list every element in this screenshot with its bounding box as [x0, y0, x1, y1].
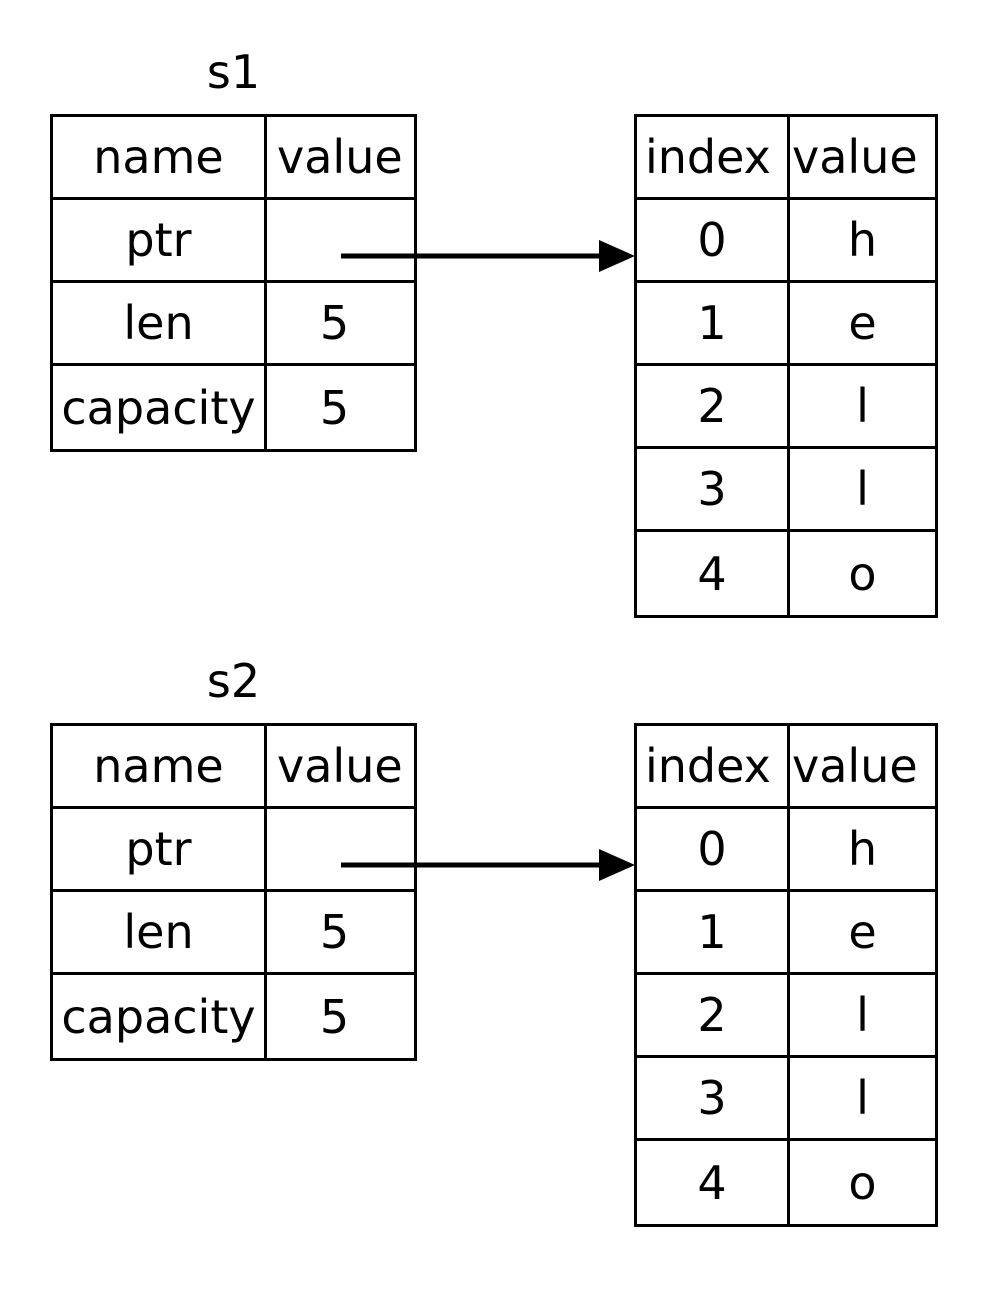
field-value-capacity: 5 [319, 989, 350, 1044]
table-row: 0 h [637, 200, 935, 283]
buffer-index-4: 4 [637, 532, 790, 615]
table-row: 3 l [637, 1058, 935, 1141]
buffer-value-4: o [848, 1155, 877, 1210]
field-value-len: 5 [319, 905, 350, 959]
buffer-table-s2: index value 0 h 1 e 2 l 3 l 4 o [634, 723, 938, 1227]
struct-table-s2: name value ptr len 5 capacity 5 [50, 723, 417, 1061]
buffer-value-1: e [848, 905, 877, 959]
table-row: 1 e [637, 283, 935, 366]
buffer-value-2: l [856, 988, 869, 1042]
column-header-name: name [53, 726, 267, 806]
table-row: 3 l [637, 449, 935, 532]
column-header-index: index [637, 726, 790, 806]
table-row: 0 h [637, 809, 935, 892]
pointer-arrow-s2 [341, 845, 641, 885]
table-row: 4 o [637, 1141, 935, 1224]
table-row: len 5 [53, 283, 414, 366]
buffer-value-4: o [848, 546, 877, 601]
table-row: len 5 [53, 892, 414, 975]
table-row: capacity 5 [53, 975, 414, 1058]
buffer-table-s1: index value 0 h 1 e 2 l 3 l 4 o [634, 114, 938, 618]
table-header-row: name value [53, 726, 414, 809]
column-header-value: value [792, 739, 918, 793]
struct-table-s1: name value ptr len 5 capacity 5 [50, 114, 417, 452]
buffer-index-2: 2 [637, 366, 790, 446]
table-row: 1 e [637, 892, 935, 975]
table-row: ptr [53, 809, 414, 892]
field-name-capacity: capacity [53, 975, 267, 1058]
table-row: 2 l [637, 366, 935, 449]
group-title-s1: s1 [206, 45, 261, 99]
buffer-index-1: 1 [637, 283, 790, 363]
buffer-index-2: 2 [637, 975, 790, 1055]
table-row: 2 l [637, 975, 935, 1058]
field-name-capacity: capacity [53, 366, 267, 449]
buffer-value-2: l [856, 379, 869, 433]
buffer-index-4: 4 [637, 1141, 790, 1224]
buffer-index-1: 1 [637, 892, 790, 972]
table-row: 4 o [637, 532, 935, 615]
buffer-value-0: h [847, 213, 878, 267]
group-title-s2: s2 [206, 654, 261, 708]
table-row: capacity 5 [53, 366, 414, 449]
buffer-index-0: 0 [637, 200, 790, 280]
field-name-ptr: ptr [53, 809, 267, 889]
table-header-row: name value [53, 117, 414, 200]
buffer-index-0: 0 [637, 809, 790, 889]
buffer-index-3: 3 [637, 449, 790, 529]
table-header-row: index value [637, 117, 935, 200]
field-name-len: len [53, 283, 267, 363]
table-header-row: index value [637, 726, 935, 809]
column-header-value: value [792, 130, 918, 184]
column-header-index: index [637, 117, 790, 197]
buffer-value-3: l [856, 462, 869, 516]
buffer-index-3: 3 [637, 1058, 790, 1138]
field-name-ptr: ptr [53, 200, 267, 280]
buffer-value-0: h [847, 822, 878, 876]
column-header-name: name [53, 117, 267, 197]
field-value-capacity: 5 [319, 380, 350, 435]
column-header-value: value [277, 739, 403, 793]
table-row: ptr [53, 200, 414, 283]
buffer-value-1: e [848, 296, 877, 350]
field-name-len: len [53, 892, 267, 972]
buffer-value-3: l [856, 1071, 869, 1125]
field-value-len: 5 [319, 296, 350, 350]
pointer-arrow-s1 [341, 236, 641, 276]
column-header-value: value [277, 130, 403, 184]
